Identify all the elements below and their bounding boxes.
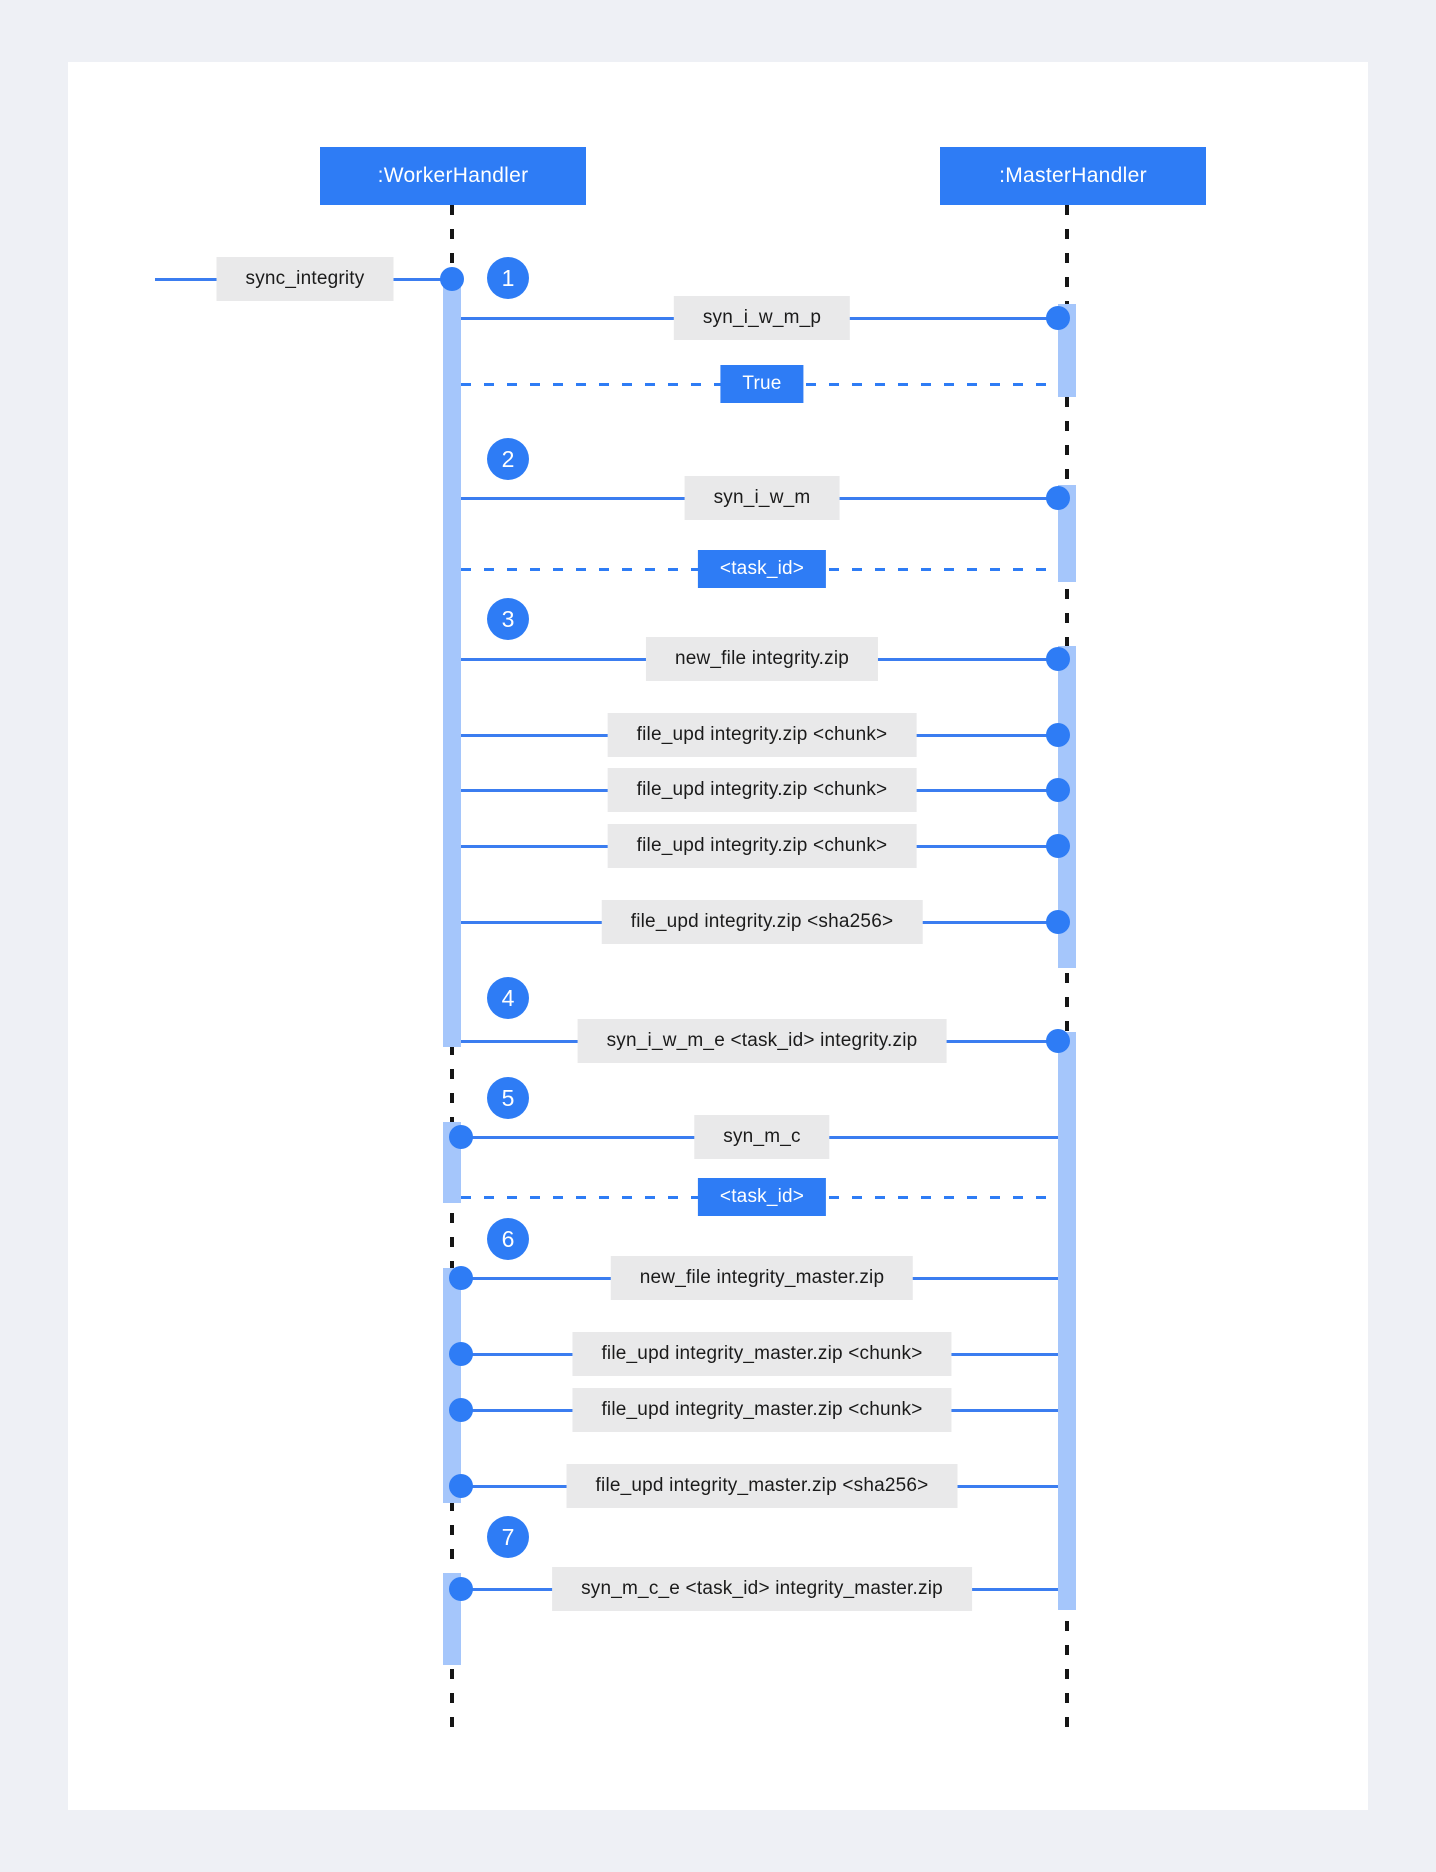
message-label: new_file integrity_master.zip [610, 1256, 914, 1300]
message-label: syn_m_c_e <task_id> integrity_master.zip [552, 1567, 972, 1611]
message-label: new_file integrity.zip [645, 637, 879, 681]
message-dot [1046, 1029, 1070, 1053]
actor-header-workerhandler: :WorkerHandler [320, 147, 586, 205]
message-label: syn_i_w_m_e <task_id> integrity.zip [577, 1019, 947, 1063]
step-badge-3: 3 [487, 598, 529, 640]
message-dot [449, 1474, 473, 1498]
message-dot [1046, 778, 1070, 802]
message-dot [449, 1125, 473, 1149]
return-label: True [720, 365, 804, 403]
message-label: syn_i_w_m_p [673, 296, 851, 340]
activation-bar-worker-1 [443, 271, 461, 1047]
message-dot [449, 1266, 473, 1290]
message-dot [1046, 647, 1070, 671]
actor-header-masterhandler: :MasterHandler [940, 147, 1206, 205]
message-label: file_upd integrity.zip <chunk> [607, 713, 917, 757]
message-dot [449, 1398, 473, 1422]
activation-bar-master-2 [1058, 485, 1076, 582]
message-dot [1046, 306, 1070, 330]
found-message-dot [440, 267, 464, 291]
step-badge-2: 2 [487, 438, 529, 480]
message-label: syn_i_w_m [684, 476, 840, 520]
step-badge-1: 1 [487, 257, 529, 299]
message-dot [1046, 910, 1070, 934]
lifeline-masterhandler [1065, 205, 1069, 1735]
message-dot [1046, 834, 1070, 858]
message-label: file_upd integrity_master.zip <chunk> [572, 1388, 952, 1432]
message-label: file_upd integrity.zip <sha256> [601, 900, 923, 944]
step-badge-7: 7 [487, 1516, 529, 1558]
step-badge-5: 5 [487, 1077, 529, 1119]
activation-bar-master-4 [1058, 1032, 1076, 1610]
message-dot [449, 1577, 473, 1601]
found-message-label: sync_integrity [216, 257, 394, 301]
message-label: syn_m_c [694, 1115, 830, 1159]
message-dot [1046, 486, 1070, 510]
message-dot [1046, 723, 1070, 747]
message-label: file_upd integrity_master.zip <chunk> [572, 1332, 952, 1376]
message-label: file_upd integrity.zip <chunk> [607, 824, 917, 868]
step-badge-4: 4 [487, 977, 529, 1019]
message-label: file_upd integrity.zip <chunk> [607, 768, 917, 812]
step-badge-6: 6 [487, 1218, 529, 1260]
activation-bar-worker-3 [443, 1268, 461, 1503]
message-dot [449, 1342, 473, 1366]
message-label: file_upd integrity_master.zip <sha256> [566, 1464, 958, 1508]
return-label: <task_id> [697, 1178, 827, 1216]
return-label: <task_id> [697, 550, 827, 588]
